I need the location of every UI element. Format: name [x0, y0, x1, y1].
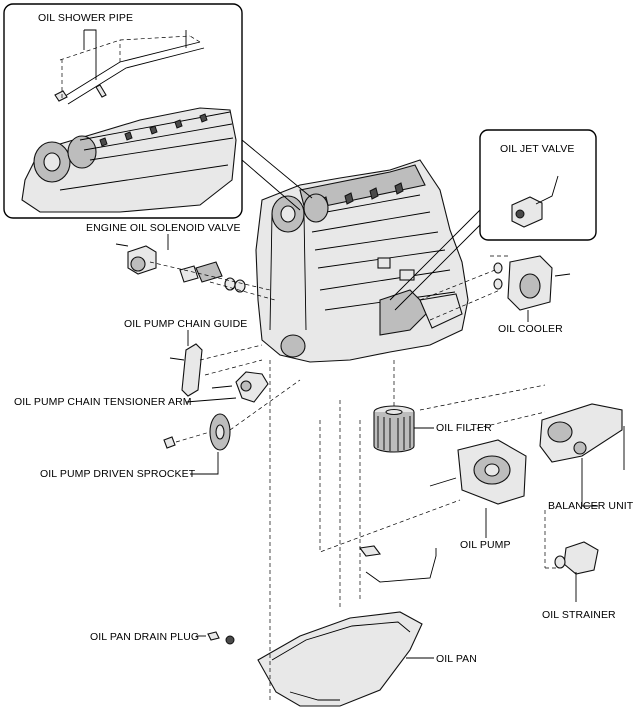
- label-oil-pump-chain-tensioner-arm: OIL PUMP CHAIN TENSIONER ARM: [14, 396, 192, 408]
- oil-pump-chain-guide: [169, 343, 263, 397]
- oil-pan: [207, 360, 423, 707]
- cylinder-head-inset: [21, 107, 237, 213]
- inset-callout-lines: [241, 139, 313, 211]
- label-oil-strainer: OIL STRAINER: [542, 609, 616, 621]
- oil-pump-driven-sprocket: [163, 379, 301, 451]
- label-oil-pan: OIL PAN: [436, 653, 477, 665]
- label-oil-filter: OIL FILTER: [436, 422, 492, 434]
- label-oil-jet-valve: OIL JET VALVE: [500, 143, 575, 155]
- oil-shower-pipe: [54, 29, 205, 105]
- jet-valve-callout: [389, 209, 481, 311]
- label-oil-pan-drain-plug: OIL PAN DRAIN PLUG: [90, 631, 200, 643]
- oil-filter: [373, 360, 415, 453]
- oil-jet-valve: [511, 175, 559, 228]
- label-oil-pump-chain-guide: OIL PUMP CHAIN GUIDE: [124, 318, 248, 330]
- sprocket-callout: [190, 452, 219, 475]
- label-oil-pump-driven-sprocket: OIL PUMP DRIVEN SPROCKET: [40, 468, 196, 480]
- oil-pump-chain-tensioner-arm: [211, 371, 269, 403]
- label-engine-oil-solenoid-valve: ENGINE OIL SOLENOID VALVE: [86, 222, 241, 234]
- label-balancer-unit: BALANCER UNIT: [548, 500, 634, 512]
- tensioner-arm-callout: [185, 397, 237, 403]
- oil-strainer: [359, 510, 599, 583]
- balancer-callout: [581, 458, 598, 507]
- balancer-unit: [419, 384, 625, 470]
- label-oil-pump: OIL PUMP: [460, 539, 511, 551]
- engine-block: [255, 159, 469, 363]
- label-oil-cooler: OIL COOLER: [498, 323, 563, 335]
- oil-jet-valve-inset: [479, 129, 597, 241]
- label-oil-shower-pipe: OIL SHOWER PIPE: [38, 12, 134, 24]
- oil-cooler: [419, 255, 571, 321]
- engine-oil-solenoid-valve: [115, 243, 276, 301]
- oil-pump: [319, 420, 527, 553]
